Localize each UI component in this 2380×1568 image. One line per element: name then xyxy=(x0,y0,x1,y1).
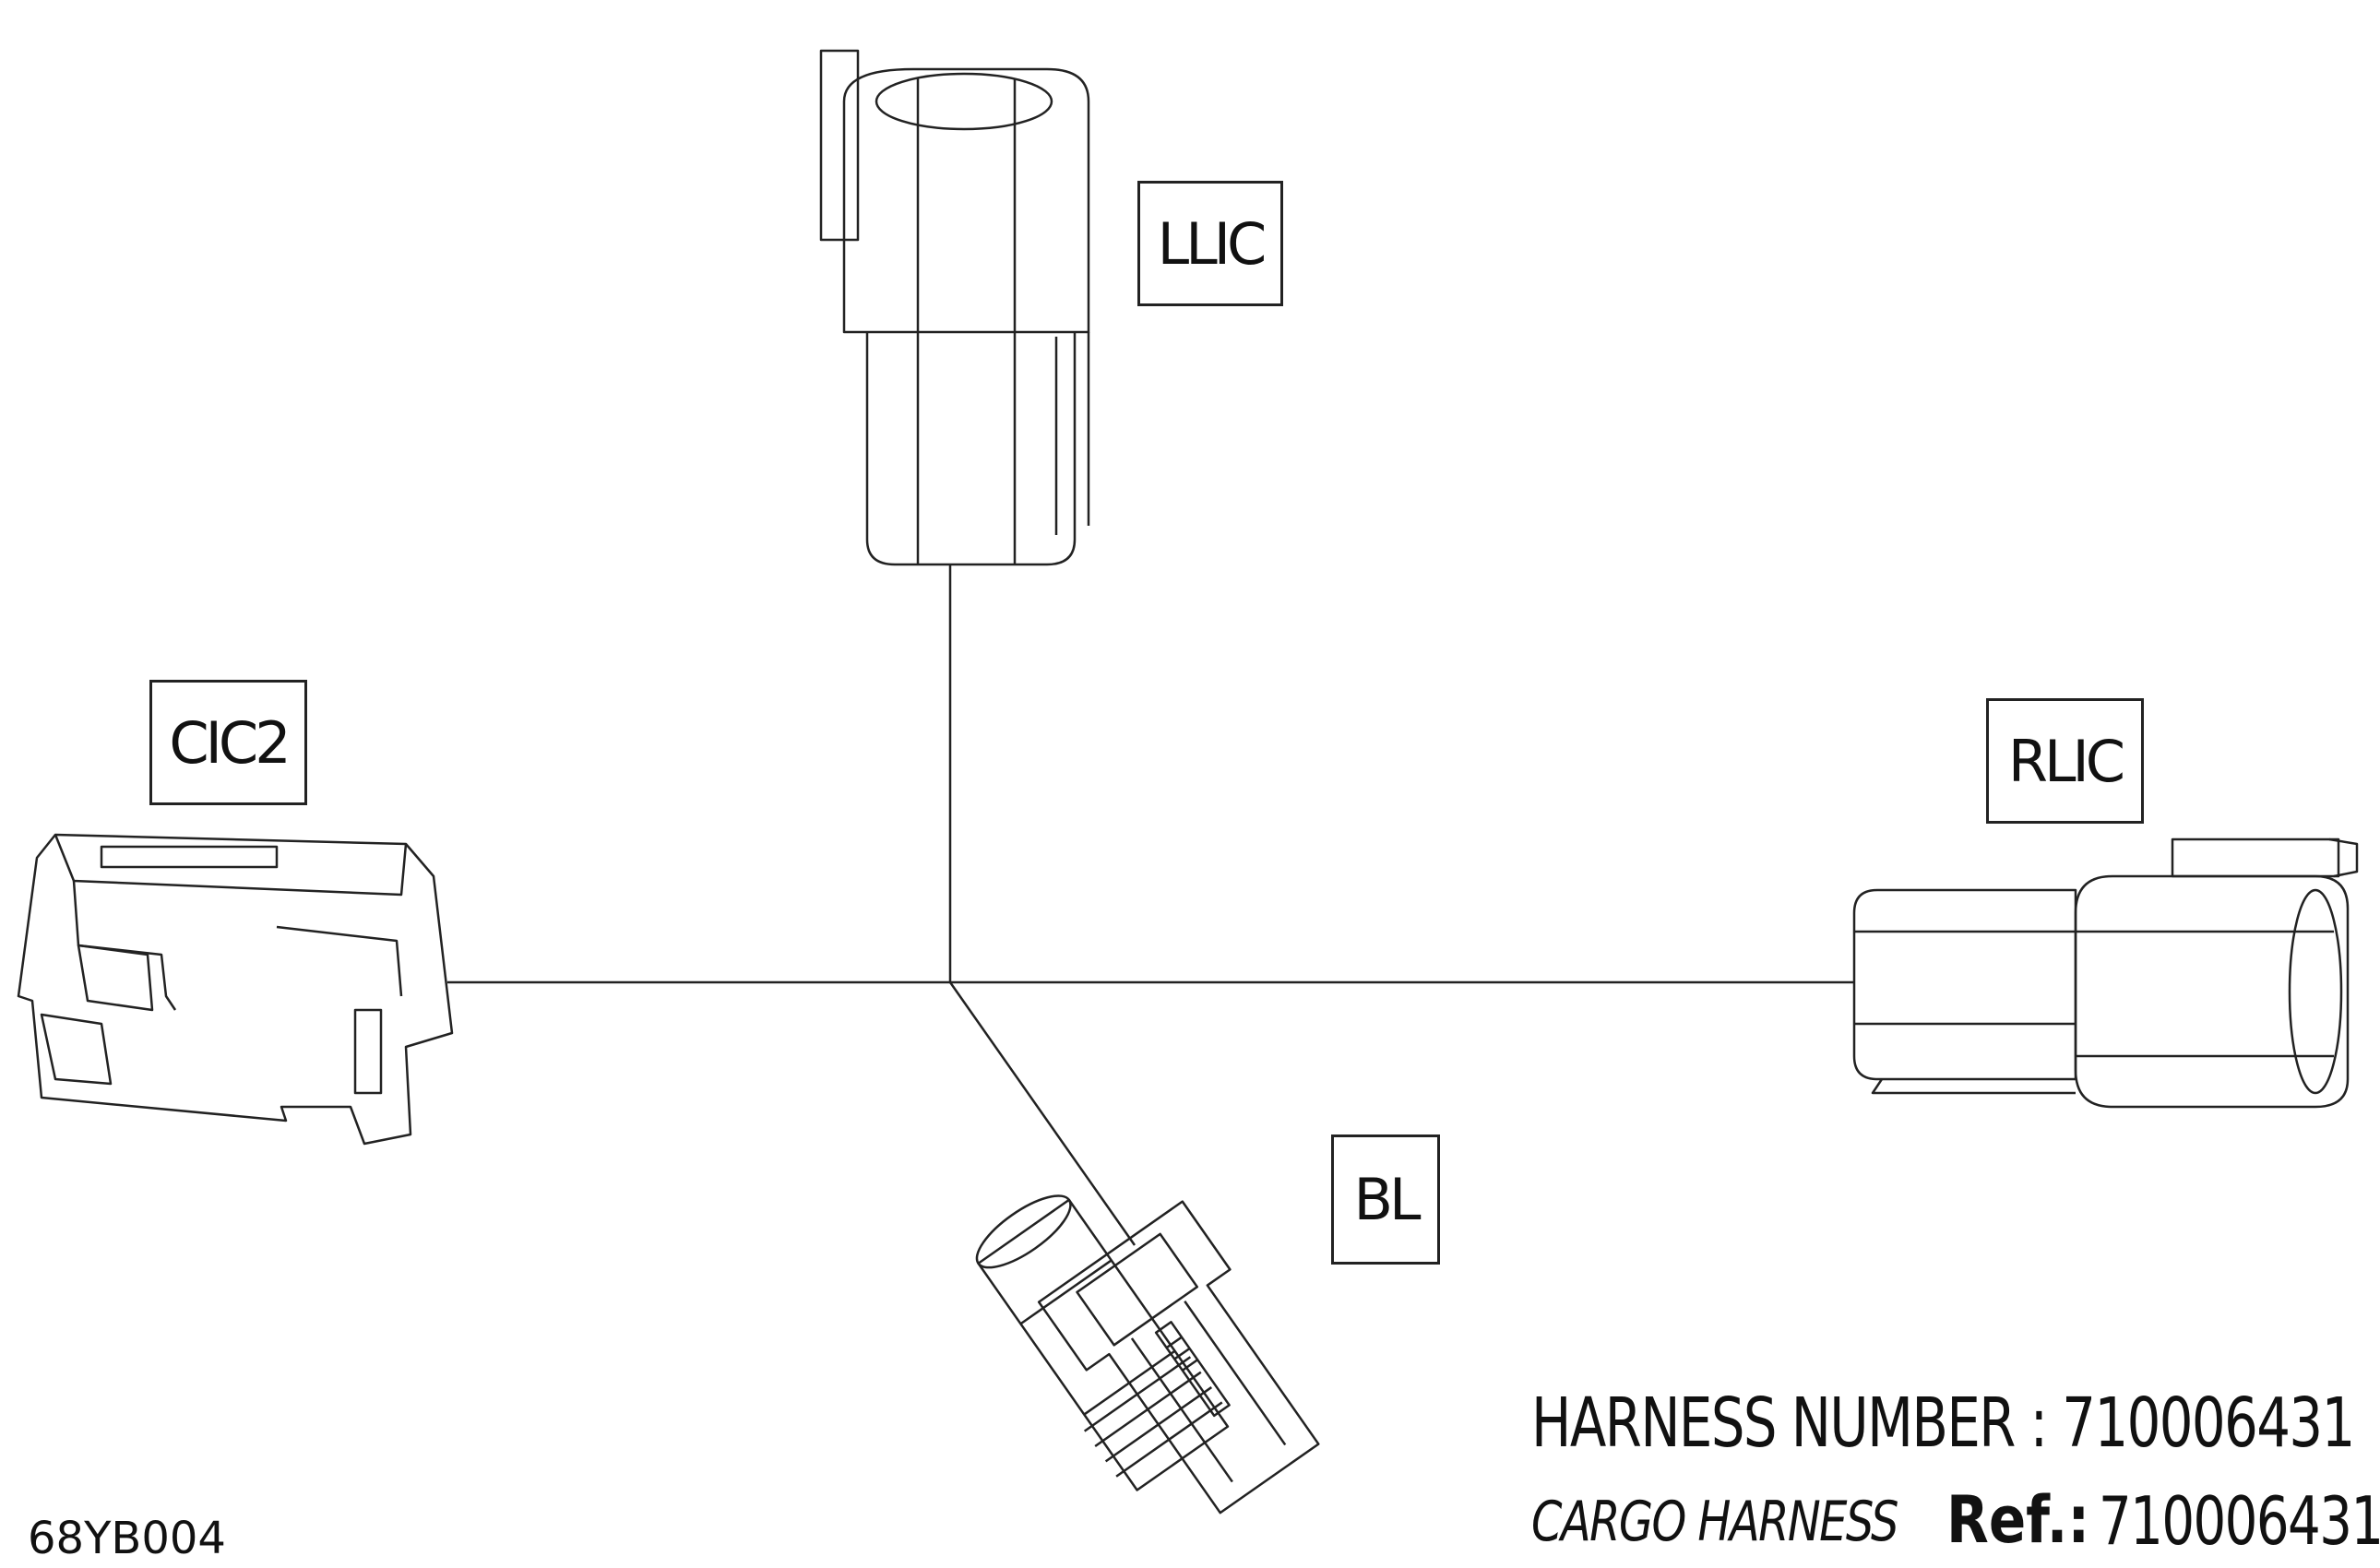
bl-label: BL xyxy=(1331,1134,1440,1265)
rlic-connector xyxy=(1852,837,2359,1109)
harness-number: HARNESS NUMBER : 710006431 xyxy=(1531,1384,2355,1463)
ref-value: 710006431 xyxy=(2099,1482,2380,1560)
cic2-label: CIC2 xyxy=(149,680,307,805)
rlic-label: RLIC xyxy=(1986,698,2144,824)
cargo-harness-row: CARGO HARNESS Ref.: 710006431 xyxy=(1531,1482,2380,1560)
figure-code: 68YB004 xyxy=(28,1513,226,1564)
wires xyxy=(447,564,1854,1246)
llic-label: LLIC xyxy=(1137,181,1283,306)
ref-label: Ref.: xyxy=(1946,1482,2090,1558)
cic2-connector xyxy=(17,833,454,1146)
llic-connector xyxy=(819,49,1090,566)
bl-connector xyxy=(975,1194,1320,1515)
harness-name: CARGO HARNESS xyxy=(1531,1490,1898,1554)
